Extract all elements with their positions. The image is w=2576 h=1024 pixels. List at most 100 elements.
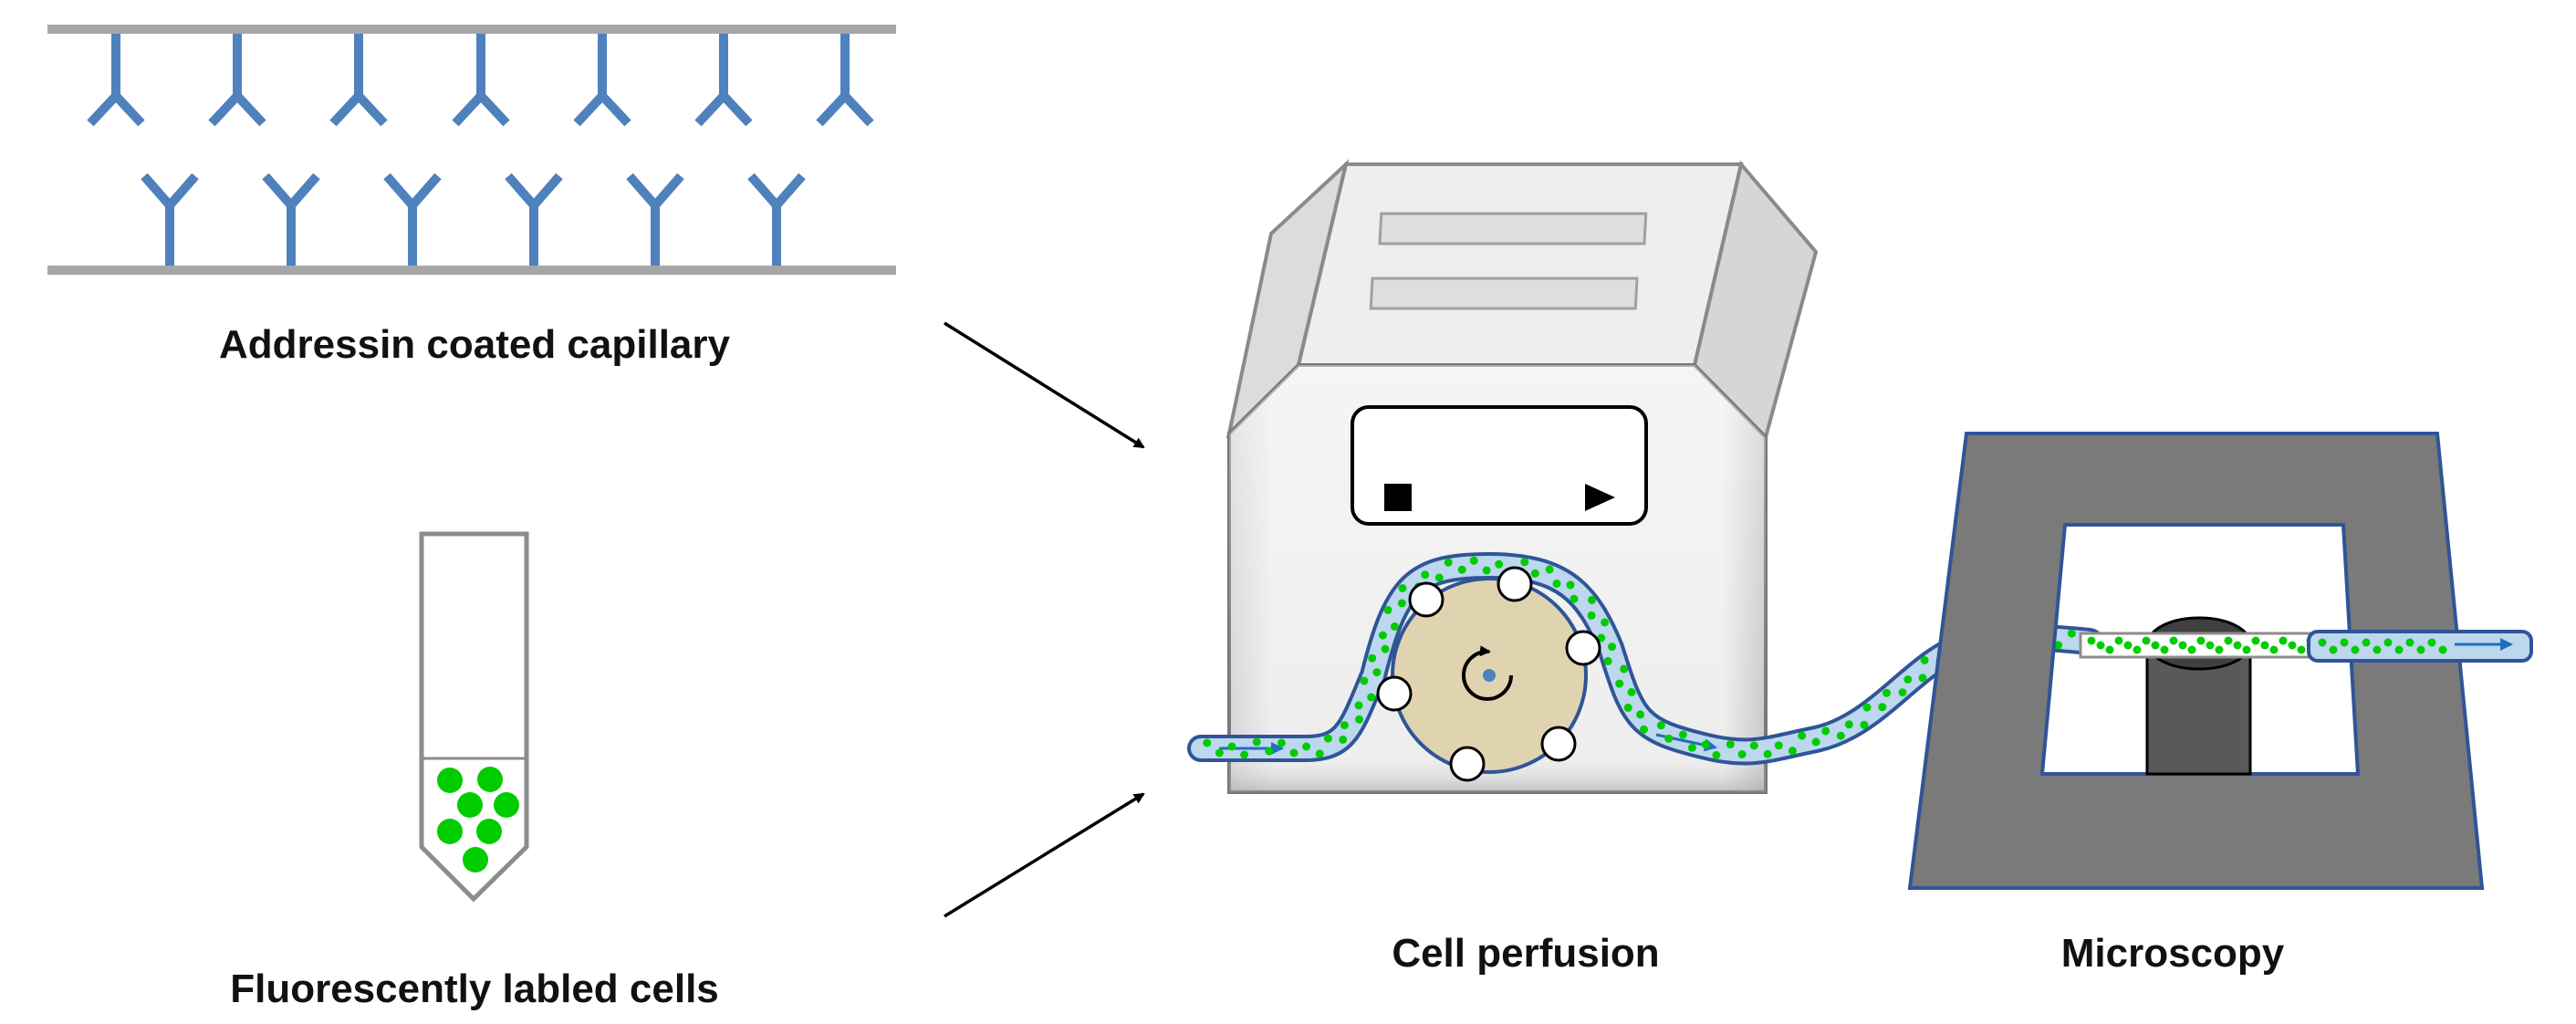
cell-dot xyxy=(2105,645,2114,654)
cell-dot xyxy=(2405,638,2414,647)
cell-dot xyxy=(2269,645,2279,654)
cell-dot xyxy=(1701,740,1710,749)
cell-dot xyxy=(2160,645,2169,654)
cell-dot xyxy=(1252,737,1261,747)
antibody-icon xyxy=(87,34,145,127)
cell-dot xyxy=(2242,645,2251,654)
top-antibodies xyxy=(87,34,874,127)
pump-lid-top xyxy=(1296,162,1744,367)
cell-dot xyxy=(1367,693,1376,702)
cell-dot xyxy=(2123,641,2133,650)
cell-dot xyxy=(1444,558,1453,567)
cell-dot xyxy=(1737,750,1747,758)
cell-dot xyxy=(1469,556,1478,565)
bottom-antibodies xyxy=(141,172,806,266)
cell-dot xyxy=(1397,599,1406,608)
cell-dot xyxy=(1862,703,1872,712)
cell-dot xyxy=(1749,741,1758,750)
arrow-capillary-to-pump xyxy=(944,321,1145,449)
cell-dot xyxy=(1381,644,1390,653)
microscope xyxy=(1907,432,2533,890)
cell-dot xyxy=(2427,638,2436,647)
cell-dot xyxy=(2067,629,2076,638)
cell xyxy=(437,819,463,844)
cell-dot xyxy=(1520,558,1529,567)
cell-dot xyxy=(1798,731,1807,740)
cell-dot xyxy=(1545,565,1554,574)
antibody-icon xyxy=(747,172,806,266)
stop-icon xyxy=(1384,484,1412,511)
microscopy-label: Microscopy xyxy=(2060,931,2285,976)
cell-dot xyxy=(1227,742,1236,751)
cell-dot xyxy=(1495,559,1504,569)
cell-dot xyxy=(2416,645,2425,654)
cell-dot xyxy=(1882,688,1891,697)
cell-dot xyxy=(1482,566,1491,575)
antibody-icon xyxy=(383,172,442,266)
antibody-icon xyxy=(816,34,874,127)
cell-dot xyxy=(1615,679,1624,688)
cell-dot xyxy=(1240,750,1249,759)
cell-tube xyxy=(419,531,529,903)
cell-dot xyxy=(1552,580,1561,588)
cell-dot xyxy=(1601,618,1610,627)
cell xyxy=(463,847,488,872)
cell-dot xyxy=(2096,641,2105,650)
cell-dot xyxy=(1457,565,1466,574)
antibody-icon xyxy=(505,172,563,266)
cell-dot xyxy=(1588,595,1596,604)
cell-dot xyxy=(2224,636,2233,645)
cell-dot xyxy=(1656,721,1665,730)
antibody-icon xyxy=(573,34,631,127)
cell-dot xyxy=(2206,641,2215,650)
play-icon xyxy=(1585,484,1615,511)
cell-dot xyxy=(2340,638,2349,647)
cell-dot xyxy=(2279,636,2288,645)
cell-dot xyxy=(1570,594,1579,603)
cell-dot xyxy=(2151,641,2160,650)
arrow-cells-to-pump xyxy=(944,792,1145,918)
cell-dot xyxy=(1844,720,1853,729)
cell-dot xyxy=(1315,749,1324,758)
cell-dot xyxy=(1918,674,1927,683)
cell-dot xyxy=(2383,638,2393,647)
cell-dot xyxy=(1627,687,1636,696)
cell-dot xyxy=(1265,747,1274,756)
cell-dot xyxy=(1903,675,1913,684)
cell-dot xyxy=(1774,741,1783,750)
cell-dot xyxy=(2318,638,2327,647)
cell-dot xyxy=(1339,735,1348,744)
cell-dot xyxy=(1203,738,1212,747)
cell-dot xyxy=(1372,668,1382,677)
cell-dot xyxy=(1302,742,1311,751)
cell-dot xyxy=(2133,645,2142,654)
capillary-diagram xyxy=(47,25,896,275)
antibody-icon xyxy=(452,34,510,127)
cell-dot xyxy=(1811,737,1820,747)
cell-dot xyxy=(2087,636,2096,645)
cell-dot xyxy=(1603,656,1612,665)
cell xyxy=(476,819,502,844)
cell-dot xyxy=(2351,645,2360,654)
cell-dot xyxy=(1355,715,1364,724)
cell-dot xyxy=(1354,701,1363,710)
cell-dot xyxy=(2329,645,2338,654)
roller xyxy=(1449,746,1486,782)
cell-dot xyxy=(2142,636,2151,645)
cell-dot xyxy=(1277,738,1286,747)
cell-dot xyxy=(1587,611,1596,620)
lid-slot xyxy=(1378,212,1648,246)
cell-dot xyxy=(1383,605,1392,614)
cell-dot xyxy=(1712,751,1721,759)
cell-dot xyxy=(2233,641,2242,650)
cell-dot xyxy=(2362,638,2371,647)
antibody-icon xyxy=(262,172,320,266)
cell-dot xyxy=(1368,653,1377,663)
cell-dot xyxy=(1360,676,1369,685)
cell-dot xyxy=(1608,643,1617,652)
cell-dot xyxy=(1434,573,1444,582)
cell-dot xyxy=(1726,740,1735,749)
cell-dot xyxy=(2394,645,2404,654)
capillary-label: Addressin coated capillary xyxy=(219,322,730,367)
